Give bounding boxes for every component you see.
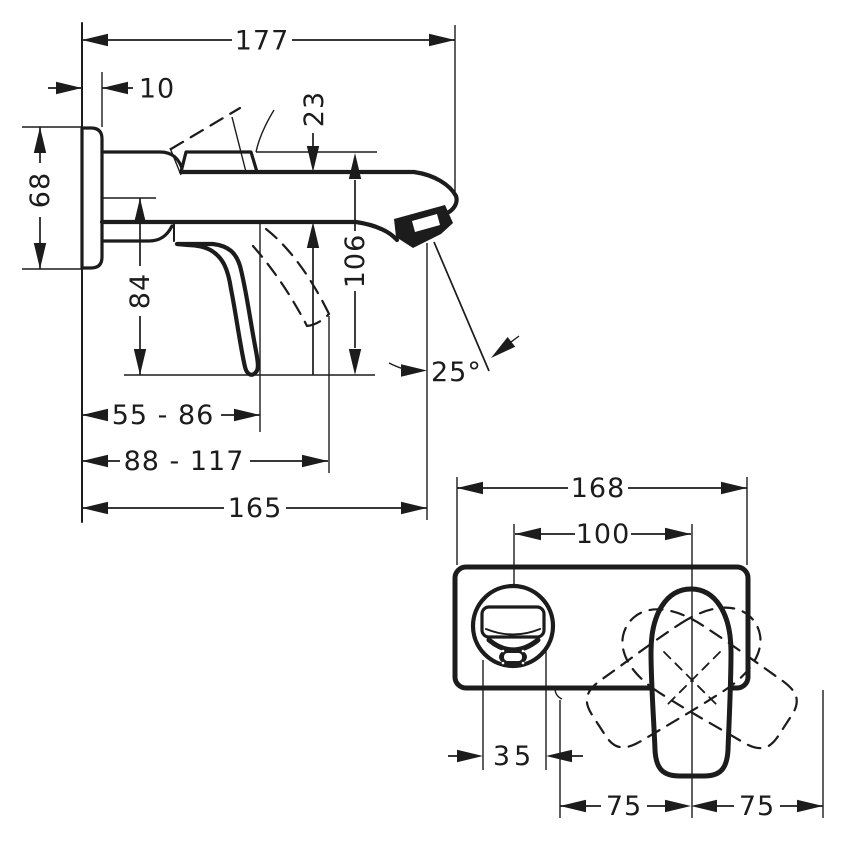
ext-line <box>456 477 748 565</box>
arrowhead <box>665 527 691 541</box>
aerator-dot <box>501 649 505 653</box>
arrowhead <box>234 408 260 422</box>
arrowhead <box>691 799 717 813</box>
dim-label-177: 177 <box>235 26 290 57</box>
aerator-dot <box>501 661 505 665</box>
arrowhead <box>665 799 691 813</box>
arrowhead <box>33 127 47 153</box>
arrowhead <box>102 81 128 95</box>
ext-line <box>482 648 547 770</box>
handle-front <box>648 586 734 779</box>
aerator-dot <box>521 661 525 665</box>
arrowhead <box>82 33 108 47</box>
arrowhead <box>401 364 427 377</box>
arrowhead <box>721 481 747 495</box>
arrowhead <box>546 749 572 763</box>
arrowhead <box>306 146 320 172</box>
dim-label-84: 84 <box>125 273 156 309</box>
body-bottom-curve <box>100 224 174 243</box>
body-top-curve <box>100 150 185 173</box>
ext-line <box>559 690 824 818</box>
dim-label-25deg: 25° <box>431 357 482 388</box>
handle-raised-dashed <box>169 106 242 151</box>
dim-label-168: 168 <box>571 473 626 504</box>
front-view: 168 100 35 75 75 <box>448 473 824 822</box>
arrowhead <box>491 337 516 358</box>
dim-label-68: 68 <box>25 172 56 208</box>
arrowhead <box>348 153 362 179</box>
arrowhead <box>457 749 483 763</box>
spout-top-outline <box>178 169 459 221</box>
wall-plate-side <box>80 126 104 270</box>
aerator-dot <box>521 649 525 653</box>
arrowhead <box>560 799 586 813</box>
arrowhead <box>82 454 108 468</box>
spout-front-body <box>480 605 546 639</box>
dim-label-165: 165 <box>228 493 283 524</box>
handle-swing-dashed <box>251 227 331 328</box>
dim-label-35: 35 <box>493 741 535 772</box>
dim-label-100: 100 <box>576 519 631 550</box>
aerator-slot <box>412 214 440 232</box>
arrowhead <box>401 501 427 515</box>
angle-line-25 <box>433 241 490 372</box>
arrowhead <box>82 501 108 515</box>
leader-line <box>255 109 275 153</box>
arrowhead <box>302 454 328 468</box>
spout-front-lip <box>485 628 541 636</box>
dim-label-55-86: 55 - 86 <box>112 400 215 431</box>
plate-edge-detail <box>554 687 563 700</box>
dim-label-75-left: 75 <box>606 791 642 822</box>
arrowhead <box>515 527 541 541</box>
spout-bottom-outline <box>99 219 400 243</box>
side-view: 177 10 68 84 23 106 55 - 86 <box>22 22 520 524</box>
arrowhead <box>33 243 47 269</box>
dim-label-23: 23 <box>299 91 330 127</box>
arrowhead <box>133 198 147 224</box>
leader-line <box>169 147 182 176</box>
dim-label-75-right: 75 <box>739 791 775 822</box>
aerator-front-slot <box>504 653 522 661</box>
arrowhead <box>429 33 455 47</box>
arrowhead <box>348 349 362 375</box>
arrowhead <box>306 222 320 248</box>
dim-label-10: 10 <box>139 74 175 105</box>
dim-label-88-117: 88 - 117 <box>124 446 245 477</box>
arrowhead <box>797 799 823 813</box>
arrowhead <box>133 349 147 375</box>
arrowhead <box>56 81 82 95</box>
arrowhead <box>457 481 483 495</box>
arrowhead <box>82 408 108 422</box>
plate-edge-gap <box>650 680 731 692</box>
handle-side <box>174 241 260 377</box>
leader-line <box>231 116 247 173</box>
dim-label-106: 106 <box>340 234 371 289</box>
